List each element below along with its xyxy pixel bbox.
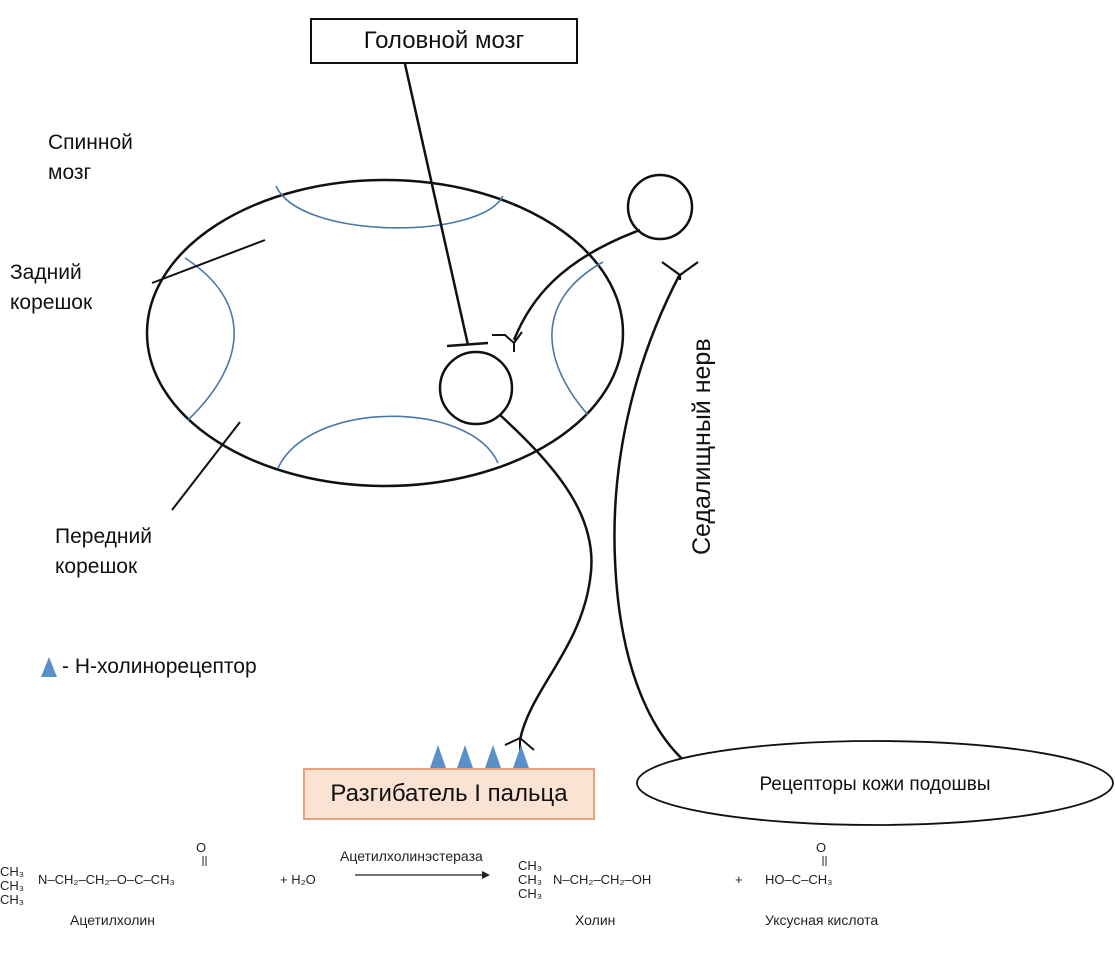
ach-methyl-1: CH₃ <box>0 864 25 879</box>
n-cholinoreceptor <box>485 745 501 768</box>
posterior-root-pointer <box>151 239 266 284</box>
choline-chain: N–CH₂–CH₂–OH <box>553 872 652 887</box>
sensory-central-process <box>512 228 641 341</box>
muscle-box: Разгибатель I пальца <box>303 768 595 820</box>
acid-formula: HO–C–CH₃ <box>765 872 833 887</box>
grey-matter-top <box>275 185 504 229</box>
spinal-cord-outline <box>145 178 625 488</box>
anterior-root-label: Передний корешок <box>55 525 152 578</box>
acetic-acid-label: Уксусная кислота <box>765 912 879 928</box>
legend-label: - Н-холинорецептор <box>62 655 257 678</box>
skin-receptors-outline <box>636 740 1114 826</box>
motor-neuron <box>438 350 514 426</box>
choline-methyl-2: CH₃ <box>518 872 543 887</box>
motor-axon <box>499 414 593 741</box>
sensory-neuron <box>626 173 694 241</box>
choline-methyl-1: CH₃ <box>518 858 543 873</box>
sensory-synapse <box>492 331 523 352</box>
n-cholinoreceptor <box>513 745 529 768</box>
sciatic-nerve-label: Седалищный нерв <box>688 338 716 555</box>
ach-methyl-3: CH₃ <box>0 892 25 907</box>
sensory-ending <box>661 261 699 280</box>
acetylcholine-label: Ацетилхолин <box>70 912 155 928</box>
descending-tract <box>403 63 470 346</box>
plus-sign: + <box>735 872 743 887</box>
muscle-label: Разгибатель I пальца <box>330 780 568 807</box>
legend: - Н-холинорецептор <box>40 655 257 679</box>
choline-methyl-3: CH₃ <box>518 886 543 901</box>
ach-chain: N–CH₂–CH₂–O–C–CH₃ <box>38 872 175 887</box>
anterior-root-pointer <box>171 421 241 511</box>
ach-methyl-2: CH₃ <box>0 878 25 893</box>
water: + H₂O <box>280 872 316 887</box>
n-cholinoreceptor <box>457 745 473 768</box>
posterior-root-label: Задний корешок <box>10 261 93 314</box>
skin-receptors-label: Рецепторы кожи подошвы <box>759 774 991 795</box>
brain-box: Головной мозг <box>310 18 578 64</box>
brain-label: Головной мозг <box>363 27 525 54</box>
grey-matter-bottom <box>277 415 499 469</box>
grey-matter-left <box>184 257 235 421</box>
acid-oxygen: O <box>816 840 827 855</box>
choline-label: Холин <box>575 912 616 928</box>
grey-matter-right <box>551 261 604 416</box>
descending-synapse <box>446 341 489 348</box>
sciatic-nerve-fiber <box>613 273 719 784</box>
reaction-arrowhead <box>482 871 490 879</box>
spinal-cord-label: Спинной мозг <box>48 131 133 184</box>
n-cholinoreceptor <box>430 745 446 768</box>
receptor-legend-icon <box>41 657 57 677</box>
enzyme-label: Ацетилхолинэстераза <box>340 848 483 864</box>
ach-oxygen: O <box>196 840 207 855</box>
